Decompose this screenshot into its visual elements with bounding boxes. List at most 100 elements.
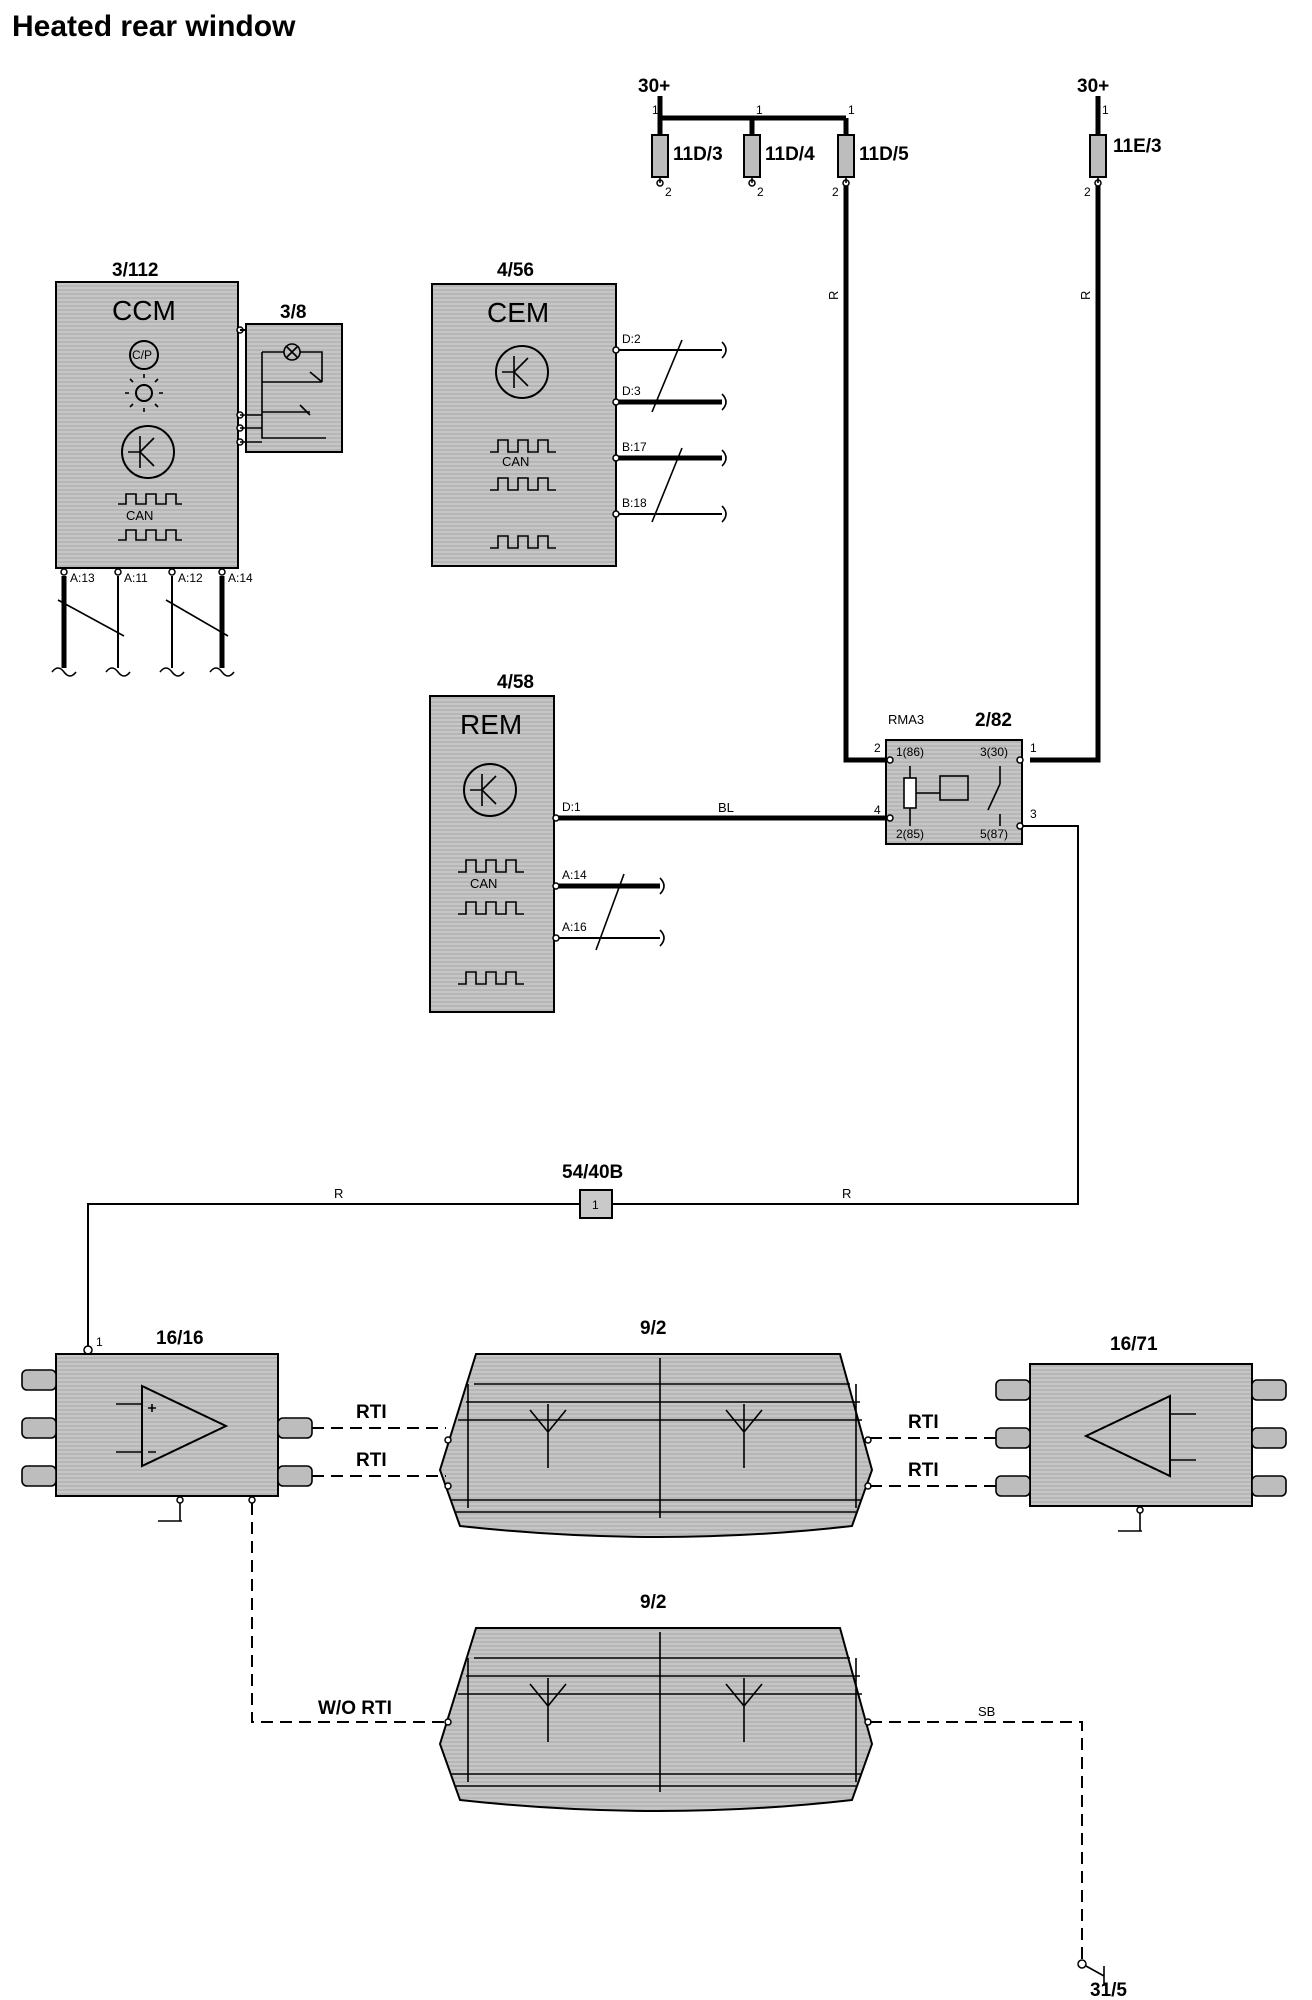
- wire-fuse-11e3-to-relay: [1030, 186, 1101, 763]
- transistor-icon: [463, 763, 517, 817]
- window-top-ref: 9/2: [640, 1318, 666, 1339]
- fuse-11d3-pin-bottom: 2: [665, 185, 672, 199]
- ccm-ref: 3/112: [112, 260, 159, 281]
- diagram-title: Heated rear window: [12, 10, 296, 43]
- rem-pin-d1: D:1: [562, 800, 581, 814]
- ccm-pin-a13: A:13: [70, 571, 95, 585]
- fuse-11d3-pin-top: 1: [652, 103, 659, 117]
- fuse-11e3-pin-bottom: 2: [1084, 185, 1091, 199]
- cem-name: CEM: [487, 297, 549, 328]
- rem-pin-a14: A:14: [562, 868, 587, 882]
- fuse-11d5-label: 11D/5: [859, 144, 909, 165]
- fuse-group-11e: 30+ 11E/3 1 2: [1077, 76, 1162, 199]
- without-rti-label: W/O RTI: [318, 1698, 392, 1719]
- ground-31-5: 31/5: [1077, 1959, 1127, 2000]
- sun-sensor-icon: [125, 374, 163, 412]
- rti-label-bottom-left: RTI: [356, 1450, 387, 1471]
- amp-right-box: [1029, 1363, 1253, 1507]
- wire-fuse5-color: R: [826, 291, 841, 300]
- ccm-can-label: CAN: [126, 508, 153, 523]
- amp-left-pin: 1: [96, 1335, 103, 1349]
- fuse-11d4-pin-bottom: 2: [757, 185, 764, 199]
- amp-left-ref: 16/16: [156, 1328, 204, 1349]
- fuse-11e3-label: 11E/3: [1113, 136, 1162, 157]
- relay-pin-4: 4: [874, 803, 881, 817]
- ccm-name: CCM: [112, 295, 176, 326]
- wire-relay-to-connector: [612, 825, 1079, 1205]
- cem-pin-d2: D:2: [622, 332, 641, 346]
- ccm-pin-a11: A:11: [124, 571, 148, 585]
- amplifier-16-16: 16/16 1: [21, 1328, 313, 1522]
- wire-fuse-11d5-to-relay: [843, 186, 888, 763]
- ground-ref: 31/5: [1090, 1980, 1127, 2000]
- sub-module-3-8: 3/8: [240, 302, 343, 453]
- wire-ground-color: SB: [978, 1704, 995, 1719]
- rem-box: [429, 695, 555, 1013]
- fuse-11d5: [837, 134, 855, 178]
- connector-ref: 54/40B: [562, 1162, 623, 1183]
- fuse-group-11d: 30+ 11D/3 1 2 11D/4 1 2 11D/5 1 2: [638, 76, 909, 199]
- relay-terminal-30: 3(30): [980, 745, 1008, 759]
- rti-label-top-right: RTI: [908, 1412, 939, 1433]
- fuse-11d4-pin-top: 1: [756, 103, 763, 117]
- wire-feed-left-color: R: [334, 1186, 343, 1201]
- rem-can-label: CAN: [470, 876, 497, 891]
- rti-label-top-left: RTI: [356, 1402, 387, 1423]
- fuse-11e3-pin-top: 1: [1102, 103, 1109, 117]
- fuse-11d4: [743, 134, 761, 178]
- window-top-glass: [438, 1353, 874, 1538]
- relay-pin-2: 2: [874, 741, 881, 755]
- fuse-11d5-pin-bottom: 2: [832, 185, 839, 199]
- cem-pin-b18: B:18: [622, 496, 647, 510]
- rti-lines-left: [312, 1427, 446, 1477]
- connector-pin: 1: [592, 1198, 599, 1212]
- rem-name: REM: [460, 709, 522, 740]
- can-signal-icon: [118, 493, 182, 505]
- amp-left-box: [55, 1353, 279, 1497]
- relay-name: RMA3: [888, 712, 924, 727]
- ccm-icon-text: C/P: [132, 348, 152, 362]
- fuse-11d4-label: 11D/4: [765, 144, 815, 165]
- rem-module: 4/58 REM CAN D:1 A:14 A:16: [429, 672, 665, 1013]
- relay-terminal-85: 2(85): [896, 827, 924, 841]
- supply-label-left: 30+: [638, 76, 670, 97]
- wire-ground: [870, 1721, 1083, 1960]
- ccm-box: [55, 281, 239, 569]
- transistor-icon: [495, 345, 549, 399]
- wire-fuse-e3-color: R: [1078, 291, 1093, 300]
- amplifier-symbol-icon: [141, 1384, 229, 1468]
- can-signal-icon: [490, 439, 556, 453]
- fuse-11d3-label: 11D/3: [673, 144, 723, 165]
- connector-box: [579, 1189, 613, 1219]
- amplifier-16-71: 16/71: [995, 1334, 1287, 1532]
- relay-coil-icon: [903, 777, 917, 809]
- climate-panel-icon: [129, 340, 159, 370]
- cem-module: 4/56 CEM CAN D:2 D:3 B:17 B:18: [431, 260, 727, 567]
- antenna-icon: [529, 1678, 763, 1742]
- window-bottom-ref: 9/2: [640, 1592, 666, 1613]
- antenna-icon: [529, 1404, 763, 1468]
- fuse-11e3: [1089, 134, 1107, 178]
- can-signal-icon: [458, 859, 524, 873]
- connector-54-40b: 54/40B 1: [562, 1162, 623, 1219]
- fuse-11d5-pin-top: 1: [848, 103, 855, 117]
- amplifier-symbol-icon: [1083, 1394, 1171, 1478]
- wire-connector-to-amp: [87, 1203, 580, 1346]
- wire-without-rti: [251, 1503, 446, 1723]
- relay-terminal-87: 5(87): [980, 827, 1008, 841]
- rem-pin-a16: A:16: [562, 920, 587, 934]
- ground-icon: [1085, 1965, 1105, 1986]
- relay-terminal-86: 1(86): [896, 745, 924, 759]
- cem-pin-b17: B:17: [622, 440, 647, 454]
- relay-pin-3: 3: [1030, 807, 1037, 821]
- sub-module-box: [245, 323, 343, 453]
- ccm-pin-a14: A:14: [228, 571, 253, 585]
- cem-can-label: CAN: [502, 454, 529, 469]
- relay-2-82: RMA3 2/82 1(86) 3(30) 2(85) 5(87) 2 1 4 …: [874, 710, 1037, 845]
- rem-ref: 4/58: [497, 672, 534, 693]
- amp-right-ref: 16/71: [1110, 1334, 1158, 1355]
- wire-relay-ctrl-color: BL: [718, 800, 734, 815]
- rear-window-bottom: 9/2: [438, 1592, 874, 1812]
- relay-pin-1: 1: [1030, 741, 1037, 755]
